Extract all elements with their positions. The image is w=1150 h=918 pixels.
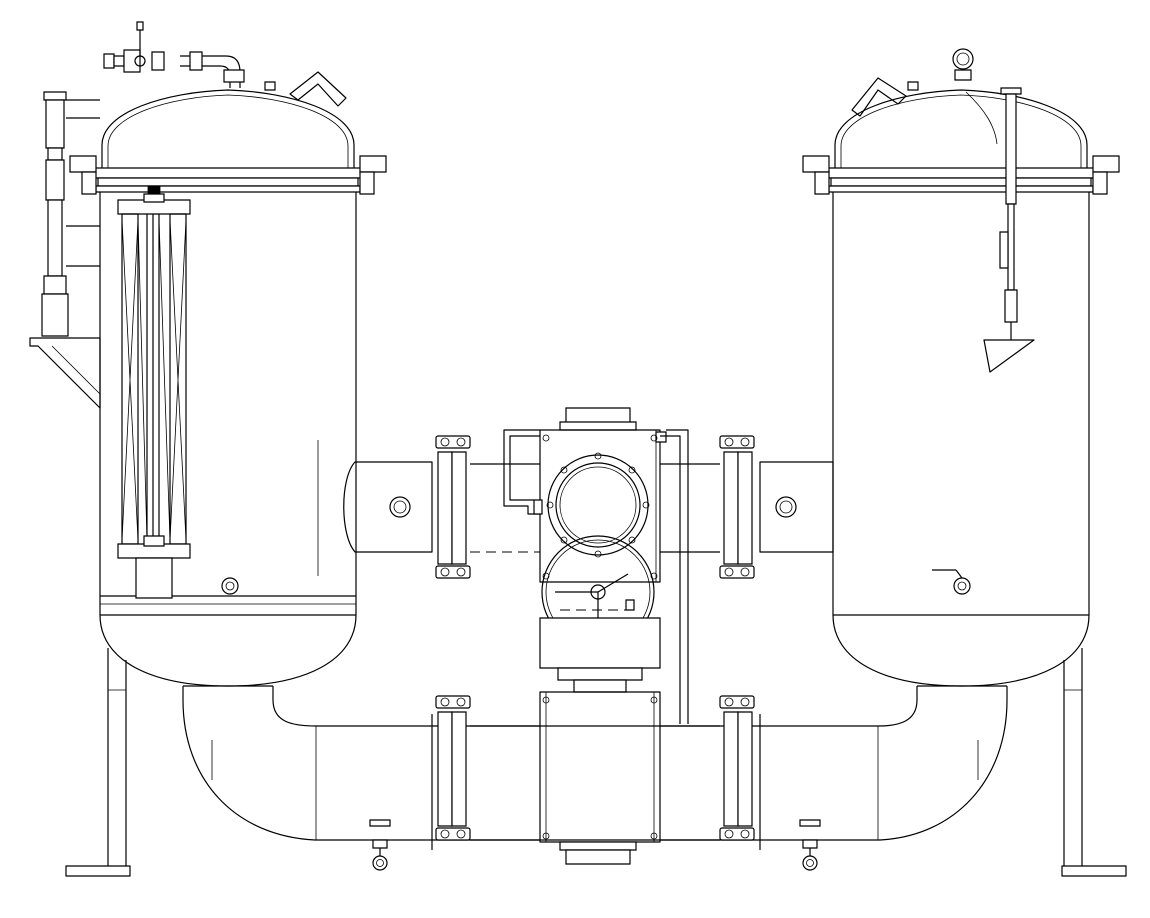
vent-valve-assembly xyxy=(104,22,244,88)
filter-cartridge xyxy=(118,186,190,598)
pipe-flange-upper-right xyxy=(720,436,754,578)
support-leg-right xyxy=(1062,648,1126,876)
lifting-lug-right xyxy=(852,78,918,116)
eye-bolt-right xyxy=(953,49,973,80)
drain-valve-left xyxy=(370,820,390,870)
drain-valve-right xyxy=(800,820,820,870)
changeover-valve xyxy=(504,408,688,864)
upper-connecting-pipe-right xyxy=(760,462,833,552)
float-rod xyxy=(984,88,1034,372)
pipe-flange-upper-left xyxy=(436,436,470,578)
level-indicator xyxy=(30,92,100,408)
pipe-flange-lower-right xyxy=(720,696,754,840)
lower-connecting-pipe xyxy=(183,686,1007,850)
left-filter-vessel xyxy=(70,90,386,686)
upper-connecting-pipe-left xyxy=(344,462,432,552)
pipe-stubs xyxy=(470,464,720,840)
right-filter-vessel xyxy=(803,90,1119,686)
lifting-lug-left xyxy=(265,72,346,106)
support-leg-left xyxy=(66,648,130,876)
sample-valve-right xyxy=(932,570,970,594)
pipe-flange-lower-left xyxy=(436,696,470,840)
